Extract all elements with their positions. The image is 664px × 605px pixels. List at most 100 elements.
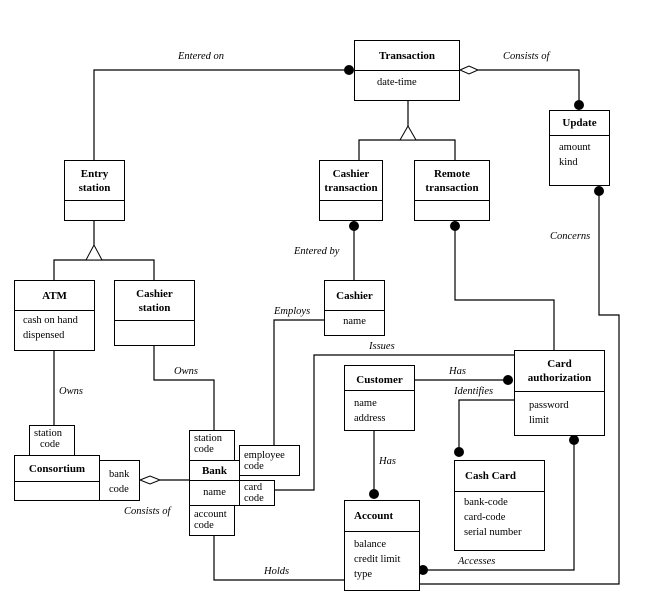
class-consortium[interactable]: Consortium: [14, 455, 100, 501]
label-accesses: Accesses: [458, 556, 496, 567]
class-name: Cash Card: [455, 461, 544, 492]
class-card-authorization[interactable]: Card authorization password limit: [514, 350, 605, 436]
qualifier-line: employee: [244, 450, 285, 461]
class-name: Cashier: [325, 281, 384, 311]
line-concerns: [418, 194, 620, 585]
class-attributes: name address: [345, 391, 414, 426]
line-owns-mid: [153, 345, 215, 430]
class-cashier-transaction[interactable]: Cashier transaction: [319, 160, 383, 221]
label-employs: Employs: [274, 306, 311, 317]
class-name-line: authorization: [527, 372, 592, 384]
class-attribute: name: [354, 398, 377, 409]
class-account[interactable]: Account balance credit limit type: [344, 500, 420, 591]
class-attribute: limit: [529, 415, 549, 426]
generalization-triangle-transaction: [399, 124, 417, 141]
many-dot-update-bottom: [594, 186, 604, 196]
class-attributes: bank-code card-code serial number: [455, 492, 544, 540]
class-attributes: cash on hand dispensed: [15, 311, 94, 343]
line-entry-gen-bar: [53, 259, 155, 280]
class-name-line: Entry: [80, 167, 109, 180]
line-remote-card: [454, 228, 555, 350]
class-entry-station[interactable]: Entry station: [64, 160, 125, 221]
qualifier-line: code: [109, 484, 129, 495]
class-cashier[interactable]: Cashier name: [324, 280, 385, 336]
qualifier-line: code: [40, 438, 60, 450]
qualifier-line: account: [194, 509, 227, 520]
label-has-card: Has: [449, 366, 466, 377]
qualifier-line: card: [244, 482, 263, 493]
many-dot-account-has: [369, 489, 379, 499]
qualifier-line: station: [194, 433, 222, 444]
aggregation-diamond-transaction: [458, 65, 480, 75]
class-name: ATM: [15, 281, 94, 311]
class-name: Cashier station: [115, 281, 194, 321]
qualifier-station-code-bank: station code: [189, 430, 235, 461]
class-attribute: address: [354, 413, 386, 424]
class-bank[interactable]: Bank name: [189, 460, 240, 506]
class-attribute: type: [354, 569, 373, 580]
class-attribute: credit limit: [354, 554, 401, 565]
label-issues: Issues: [369, 341, 395, 352]
qualifier-employee-code: employee code: [239, 445, 300, 476]
class-cashier-station[interactable]: Cashier station: [114, 280, 195, 346]
label-consists-of-top: Consists of: [503, 51, 550, 62]
line-identifies: [458, 399, 514, 452]
class-attribute: name: [343, 316, 366, 327]
class-attribute: bank-code: [464, 497, 508, 508]
class-name-line: Cashier: [332, 167, 370, 180]
class-attributes: amount kind: [550, 136, 609, 170]
class-attributes: password limit: [515, 392, 604, 428]
line-consists-of-top: [478, 69, 580, 103]
class-customer[interactable]: Customer name address: [344, 365, 415, 431]
qualifier-line: code: [194, 443, 214, 455]
class-name-line: transaction: [324, 181, 378, 194]
class-name: Bank: [190, 461, 239, 481]
qualifier-line: station: [34, 428, 62, 439]
many-dot-entered-on: [344, 65, 354, 75]
qualifier-account-code: account code: [189, 505, 235, 536]
class-name: Card authorization: [515, 351, 604, 392]
class-attribute: balance: [354, 539, 387, 550]
class-attribute: password: [529, 400, 569, 411]
many-dot-card-auth-has: [503, 375, 513, 385]
class-name: Entry station: [65, 161, 124, 201]
many-dot-cash-card: [454, 447, 464, 457]
class-name-line: station: [78, 181, 111, 194]
class-name: Customer: [345, 366, 414, 391]
label-entered-on: Entered on: [178, 51, 224, 62]
generalization-triangle-entry: [85, 243, 103, 261]
class-attribute: kind: [559, 157, 578, 168]
class-attribute: cash on hand: [23, 315, 78, 326]
class-attribute: name: [203, 487, 226, 498]
qualifier-bank-code: bank code: [99, 460, 140, 501]
many-dot-cashier-transaction: [349, 221, 359, 231]
class-name-line: station: [138, 301, 171, 314]
many-dot-account-accesses: [418, 565, 428, 575]
class-name-line: transaction: [425, 181, 479, 194]
class-name: Cashier transaction: [320, 161, 382, 201]
label-owns-left: Owns: [59, 386, 83, 397]
class-name-line: Card: [547, 358, 572, 370]
line-issues: [274, 354, 514, 491]
class-name: Transaction: [355, 41, 459, 71]
class-cash-card[interactable]: Cash Card bank-code card-code serial num…: [454, 460, 545, 551]
class-atm[interactable]: ATM cash on hand dispensed: [14, 280, 95, 351]
class-name-line: Cashier: [136, 287, 173, 300]
class-name-line: Remote: [433, 167, 471, 180]
class-update[interactable]: Update amount kind: [549, 110, 610, 186]
class-transaction[interactable]: Transaction date-time: [354, 40, 460, 101]
label-concerns: Concerns: [550, 231, 591, 242]
label-consists-of-bottom: Consists of: [124, 506, 171, 517]
qualifier-line: code: [194, 519, 214, 531]
class-remote-transaction[interactable]: Remote transaction: [414, 160, 490, 221]
label-holds: Holds: [264, 566, 290, 577]
qualifier-station-code-consortium: station code: [29, 425, 75, 456]
qualifier-line: code: [244, 492, 264, 504]
line-transaction-gen-bar: [358, 139, 456, 160]
class-name: Remote transaction: [415, 161, 489, 201]
many-dot-card-auth-accesses: [569, 435, 579, 445]
class-attribute: amount: [559, 142, 591, 153]
line-accesses: [426, 444, 575, 571]
